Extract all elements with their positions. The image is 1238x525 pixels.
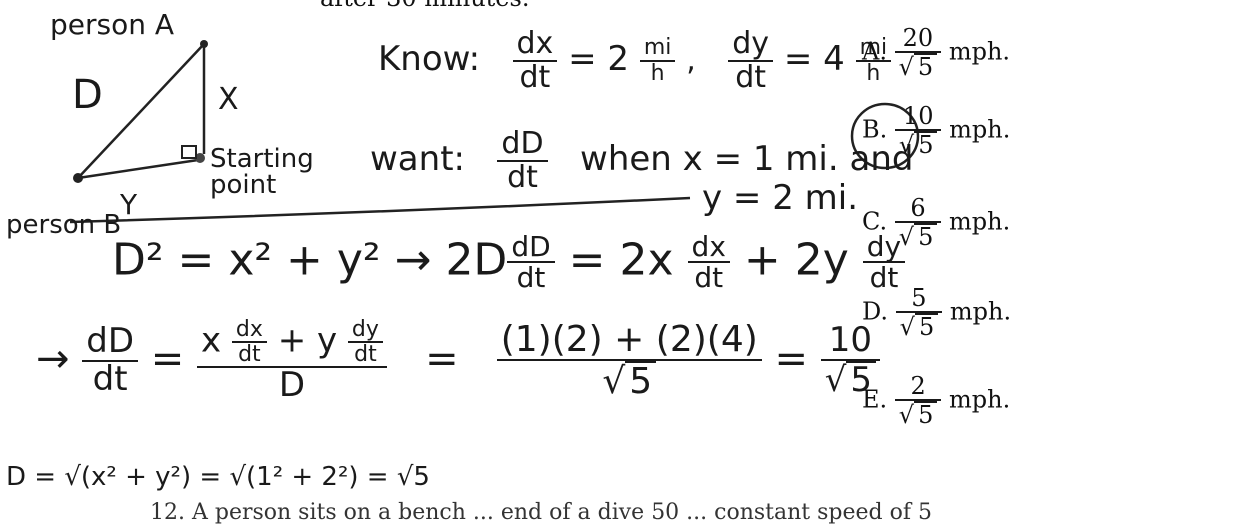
eq1-dD-dt: dD dt [507, 232, 555, 293]
bottom-cut-text: 12. A person sits on a bench ... end of … [150, 500, 932, 525]
eq2-main-fraction: x dx dt + y dy dt D [196, 318, 387, 404]
choice-e: E. 2 √5 mph. [862, 373, 1011, 428]
eq2-numeric-fraction: (1)(2) + (2)(4) √5 [496, 321, 762, 401]
label-d: D [72, 72, 103, 118]
choice-c-unit: mph. [949, 207, 1011, 236]
equals-four: = 4 [783, 39, 845, 79]
eq2-eq: = [150, 335, 185, 382]
person-a-dot [200, 40, 208, 48]
choice-d-fraction: 5 √5 [895, 285, 943, 340]
eq1-plus: + 2y [743, 234, 849, 286]
choice-c-fraction: 6 √5 [894, 195, 942, 250]
eq2-dD-dt: dD dt [82, 324, 138, 397]
eq2-dy-dt: dy dt [347, 318, 383, 366]
want-condition-2: y = 2 mi. [702, 178, 859, 218]
eq1-eq: = 2x [568, 234, 674, 286]
choice-d: D. 5 √5 mph. [862, 285, 1012, 340]
want-line: want: dD dt when x = 1 mi. and [370, 128, 913, 193]
choice-b-letter: B. [862, 115, 888, 144]
mi-per-h-fraction-2: mi h [855, 36, 892, 85]
choice-c: C. 6 √5 mph. [862, 195, 1011, 250]
eq2-eq2: = [425, 335, 459, 382]
eq1-rhs-start: 2D [445, 234, 508, 286]
eq1-dy-dt: dy dt [862, 232, 906, 293]
eq2-result-fraction: 10 √5 [820, 323, 881, 398]
horizontal-leg-line [77, 158, 199, 180]
eq1-arrow: → [394, 234, 432, 286]
starting-point-label: Starting point [210, 144, 314, 200]
eq2-dx-dt: dx dt [231, 318, 267, 366]
person-b-dot [73, 173, 83, 183]
label-y: Y [120, 188, 138, 221]
choice-a: A. 20 √5 mph. [862, 25, 1011, 80]
diagram-drawing [69, 40, 920, 224]
want-label: want: [370, 139, 465, 179]
person-a-label: person A [50, 8, 175, 41]
selected-choice-circle [850, 102, 920, 170]
choice-a-letter: A. [862, 37, 887, 66]
dx-dt-fraction: dx dt [512, 28, 558, 93]
top-cut-text: after 30 minutes. [320, 0, 529, 12]
eq2-eq3: = [774, 335, 808, 382]
choice-e-letter: E. [862, 385, 888, 414]
equals-two: = 2 [568, 39, 630, 79]
person-b-label: person B [6, 210, 122, 240]
choice-d-unit: mph. [949, 297, 1012, 326]
equation-2: → dD dt = x dx dt + y dy dt D = [36, 318, 881, 404]
equation-1: D² = x² + y² → 2D dD dt = 2x dx dt + 2y … [112, 232, 906, 293]
label-x: X [218, 82, 239, 117]
want-condition-1: when x = 1 mi. and [580, 139, 914, 179]
eq2-arrow: → [36, 335, 70, 382]
know-line: Know: dx dt = 2 mi h , dy dt = 4 mi h [378, 28, 892, 93]
choice-c-letter: C. [862, 207, 888, 236]
eq1-dx-dt: dx dt [687, 232, 730, 293]
choice-a-unit: mph. [948, 37, 1011, 66]
dD-dt-fraction: dD dt [497, 128, 548, 193]
choice-e-fraction: 2 √5 [894, 373, 942, 428]
choice-d-letter: D. [862, 297, 889, 326]
choice-a-fraction: 20 √5 [894, 25, 942, 80]
dy-dt-fraction: dy dt [728, 28, 773, 93]
choice-b-unit: mph. [949, 115, 1011, 144]
equation-3: D = √(x² + y²) = √(1² + 2²) = √5 [6, 462, 430, 492]
start-dot [195, 153, 205, 163]
mi-per-h-fraction-1: mi h [639, 36, 676, 85]
know-label: Know: [378, 39, 481, 79]
choice-e-unit: mph. [949, 385, 1011, 414]
divider-line [69, 196, 691, 224]
choice-b: B. 10 √5 mph. [862, 103, 1011, 158]
hypotenuse-line [77, 43, 205, 179]
eq1-lhs: D² = x² + y² [112, 234, 381, 286]
right-angle-mark [181, 145, 197, 159]
worksheet-page: after 30 minutes. person A D X Y person … [6, 0, 1012, 525]
choice-b-fraction: 10 √5 [894, 103, 942, 158]
